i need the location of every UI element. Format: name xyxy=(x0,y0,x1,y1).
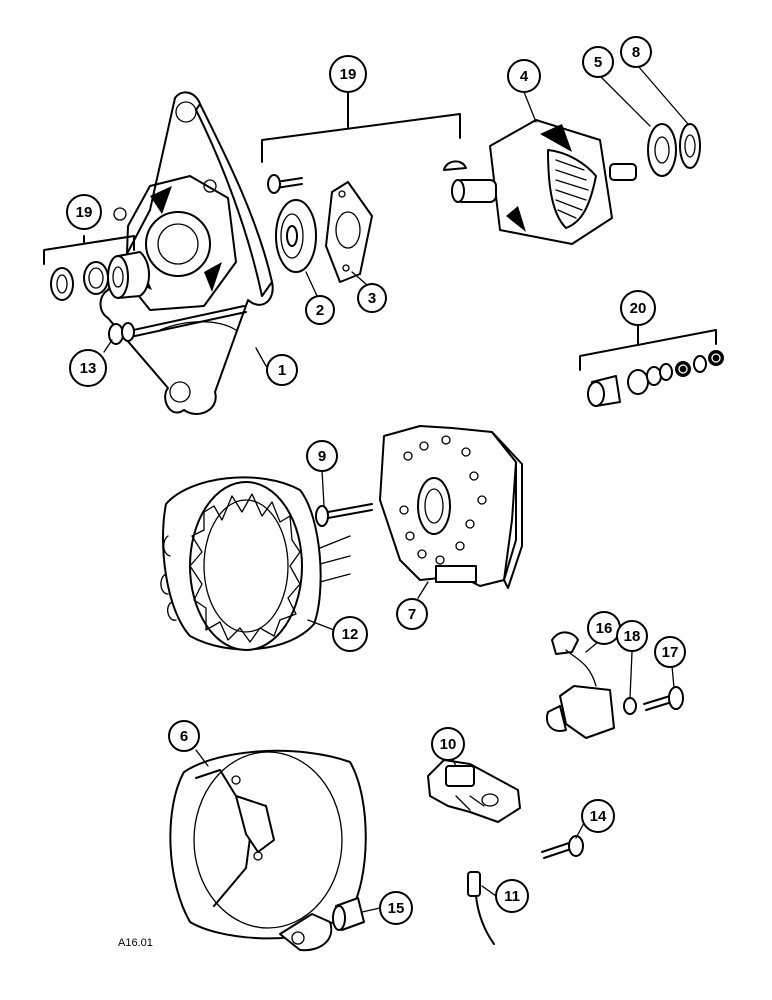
callout-1: 1 xyxy=(266,354,298,386)
callout-2: 2 xyxy=(305,295,335,325)
callout-15: 15 xyxy=(379,891,413,925)
callout-7: 7 xyxy=(396,598,428,630)
svg-text:6: 6 xyxy=(180,728,188,745)
drive-end-housing xyxy=(99,91,274,415)
svg-text:3: 3 xyxy=(368,290,376,307)
rectifier-screw xyxy=(315,503,373,527)
svg-text:19: 19 xyxy=(340,66,357,83)
retainer-screw xyxy=(267,174,303,194)
svg-text:4: 4 xyxy=(520,68,529,85)
svg-text:5: 5 xyxy=(594,54,602,71)
callout-16: 16 xyxy=(587,611,621,645)
bush xyxy=(332,897,365,931)
capacitor-screw xyxy=(643,686,684,711)
callout-10: 10 xyxy=(431,727,465,761)
pulley-spacers xyxy=(50,251,150,301)
svg-text:20: 20 xyxy=(630,300,647,317)
callout-20: 20 xyxy=(620,290,656,326)
woodruff-key xyxy=(443,160,467,171)
svg-text:13: 13 xyxy=(80,360,97,377)
svg-text:8: 8 xyxy=(632,44,640,61)
bracket-19-left xyxy=(43,235,135,265)
callout-14: 14 xyxy=(581,799,615,833)
svg-text:9: 9 xyxy=(318,448,326,465)
svg-text:18: 18 xyxy=(624,628,641,645)
svg-text:16: 16 xyxy=(596,620,613,637)
callout-6: 6 xyxy=(168,720,200,752)
callout-18: 18 xyxy=(616,620,648,652)
svg-text:2: 2 xyxy=(316,302,324,319)
svg-text:1: 1 xyxy=(278,362,286,379)
drive-bearing xyxy=(275,199,317,273)
svg-text:14: 14 xyxy=(590,808,607,825)
callout-3: 3 xyxy=(357,283,387,313)
bracket-19-top xyxy=(261,91,461,163)
through-bolt xyxy=(108,305,247,345)
bearing-retainer-plate xyxy=(325,181,373,283)
hardware-kit xyxy=(587,350,724,407)
callout-19-left: 19 xyxy=(66,194,102,230)
callout-12: 12 xyxy=(332,616,368,652)
svg-text:19: 19 xyxy=(76,204,93,221)
slip-ring-bearing xyxy=(647,123,677,177)
stator xyxy=(160,476,351,651)
bracket-20 xyxy=(579,325,717,371)
rectifier-plate xyxy=(379,425,523,589)
suppressor-capacitor xyxy=(546,631,615,739)
callout-13: 13 xyxy=(69,349,107,387)
callout-9: 9 xyxy=(306,440,338,472)
svg-text:17: 17 xyxy=(662,644,679,661)
callout-17: 17 xyxy=(654,636,686,668)
svg-text:15: 15 xyxy=(388,900,405,917)
rotor xyxy=(451,119,637,245)
brush-holder-screw xyxy=(541,835,584,859)
svg-text:11: 11 xyxy=(504,888,520,905)
lead-wire xyxy=(467,871,495,945)
lock-washer xyxy=(623,697,637,715)
callout-19-top: 19 xyxy=(329,55,367,93)
callout-11: 11 xyxy=(495,879,529,913)
callout-5: 5 xyxy=(582,46,614,78)
brush-holder xyxy=(427,759,521,823)
svg-text:10: 10 xyxy=(440,736,457,753)
callout-8: 8 xyxy=(620,36,652,68)
figure-code: A16.01 xyxy=(118,937,153,949)
callout-4: 4 xyxy=(507,59,541,93)
svg-text:7: 7 xyxy=(408,606,416,623)
bearing-seal xyxy=(679,123,701,169)
svg-text:12: 12 xyxy=(342,626,359,643)
